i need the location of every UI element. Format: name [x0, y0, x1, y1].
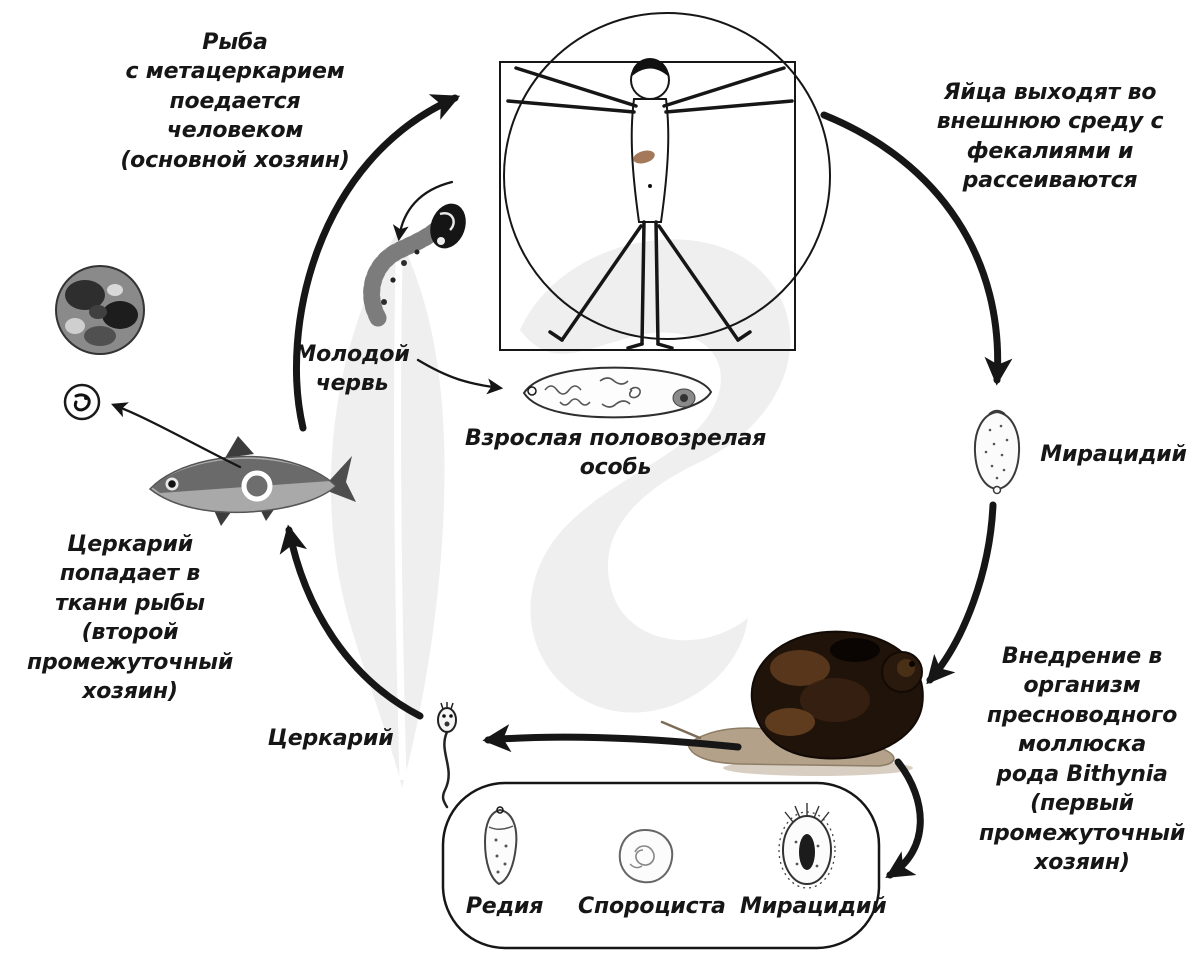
label-snail-penetration: Внедрение в организм пресноводного моллю…: [978, 644, 1186, 876]
miracidium-larva-illustration: [778, 803, 836, 889]
arrow-young-worm-to-adult: [416, 358, 504, 395]
arrow-cercaria-to-fish: [279, 524, 424, 720]
arrow-fish-to-metacercaria: [111, 402, 242, 469]
label-eggs-exit: Яйца выходят во внешнюю среду с фекалиям…: [936, 80, 1164, 194]
arrow-snail-to-stages: [885, 758, 924, 879]
larval-stages-box: [441, 781, 881, 950]
label-redia: Редия: [465, 894, 544, 919]
cercaria-larva-illustration: [437, 702, 457, 809]
label-young-worm: Молодой червь: [294, 342, 410, 397]
miracidium-egg-illustration: [973, 409, 1021, 495]
arrow-fish-to-human: [292, 94, 461, 432]
watermark-logo: [330, 232, 791, 788]
arrow-human-to-young-worm: [392, 180, 454, 242]
label-fish-eaten-by-human: Рыба с метацеркарием поедается человеком…: [120, 30, 350, 173]
label-miracidium-right: Мирацидий: [1040, 442, 1187, 467]
label-adult-worm: Взрослая половозрелая особь: [464, 426, 767, 481]
snail-illustration: [658, 630, 924, 776]
cycle-arrows: [111, 94, 1013, 879]
metacercaria-cyst-illustration: [55, 265, 145, 355]
vitruvian-man-illustration: [499, 12, 831, 351]
adult-fluke-illustration: [522, 366, 713, 419]
arrow-snail-to-cercaria: [482, 724, 742, 753]
label-cercaria: Церкарий: [267, 726, 394, 751]
arrow-miracidium-to-snail: [926, 501, 997, 685]
label-cercaria-to-fish: Церкарий попадает в ткани рыбы (второй п…: [26, 532, 234, 705]
sporocyst-illustration: [618, 828, 674, 884]
fish-illustration: [148, 436, 356, 526]
arrow-human-to-eggs: [820, 111, 1013, 386]
label-sporocyst: Спороциста: [578, 894, 726, 919]
metacercaria-small-illustration: [63, 383, 101, 421]
label-miracidium-bottom: Мирацидий: [740, 894, 887, 919]
redia-illustration: [483, 806, 518, 886]
young-worm-illustration: [363, 203, 466, 327]
